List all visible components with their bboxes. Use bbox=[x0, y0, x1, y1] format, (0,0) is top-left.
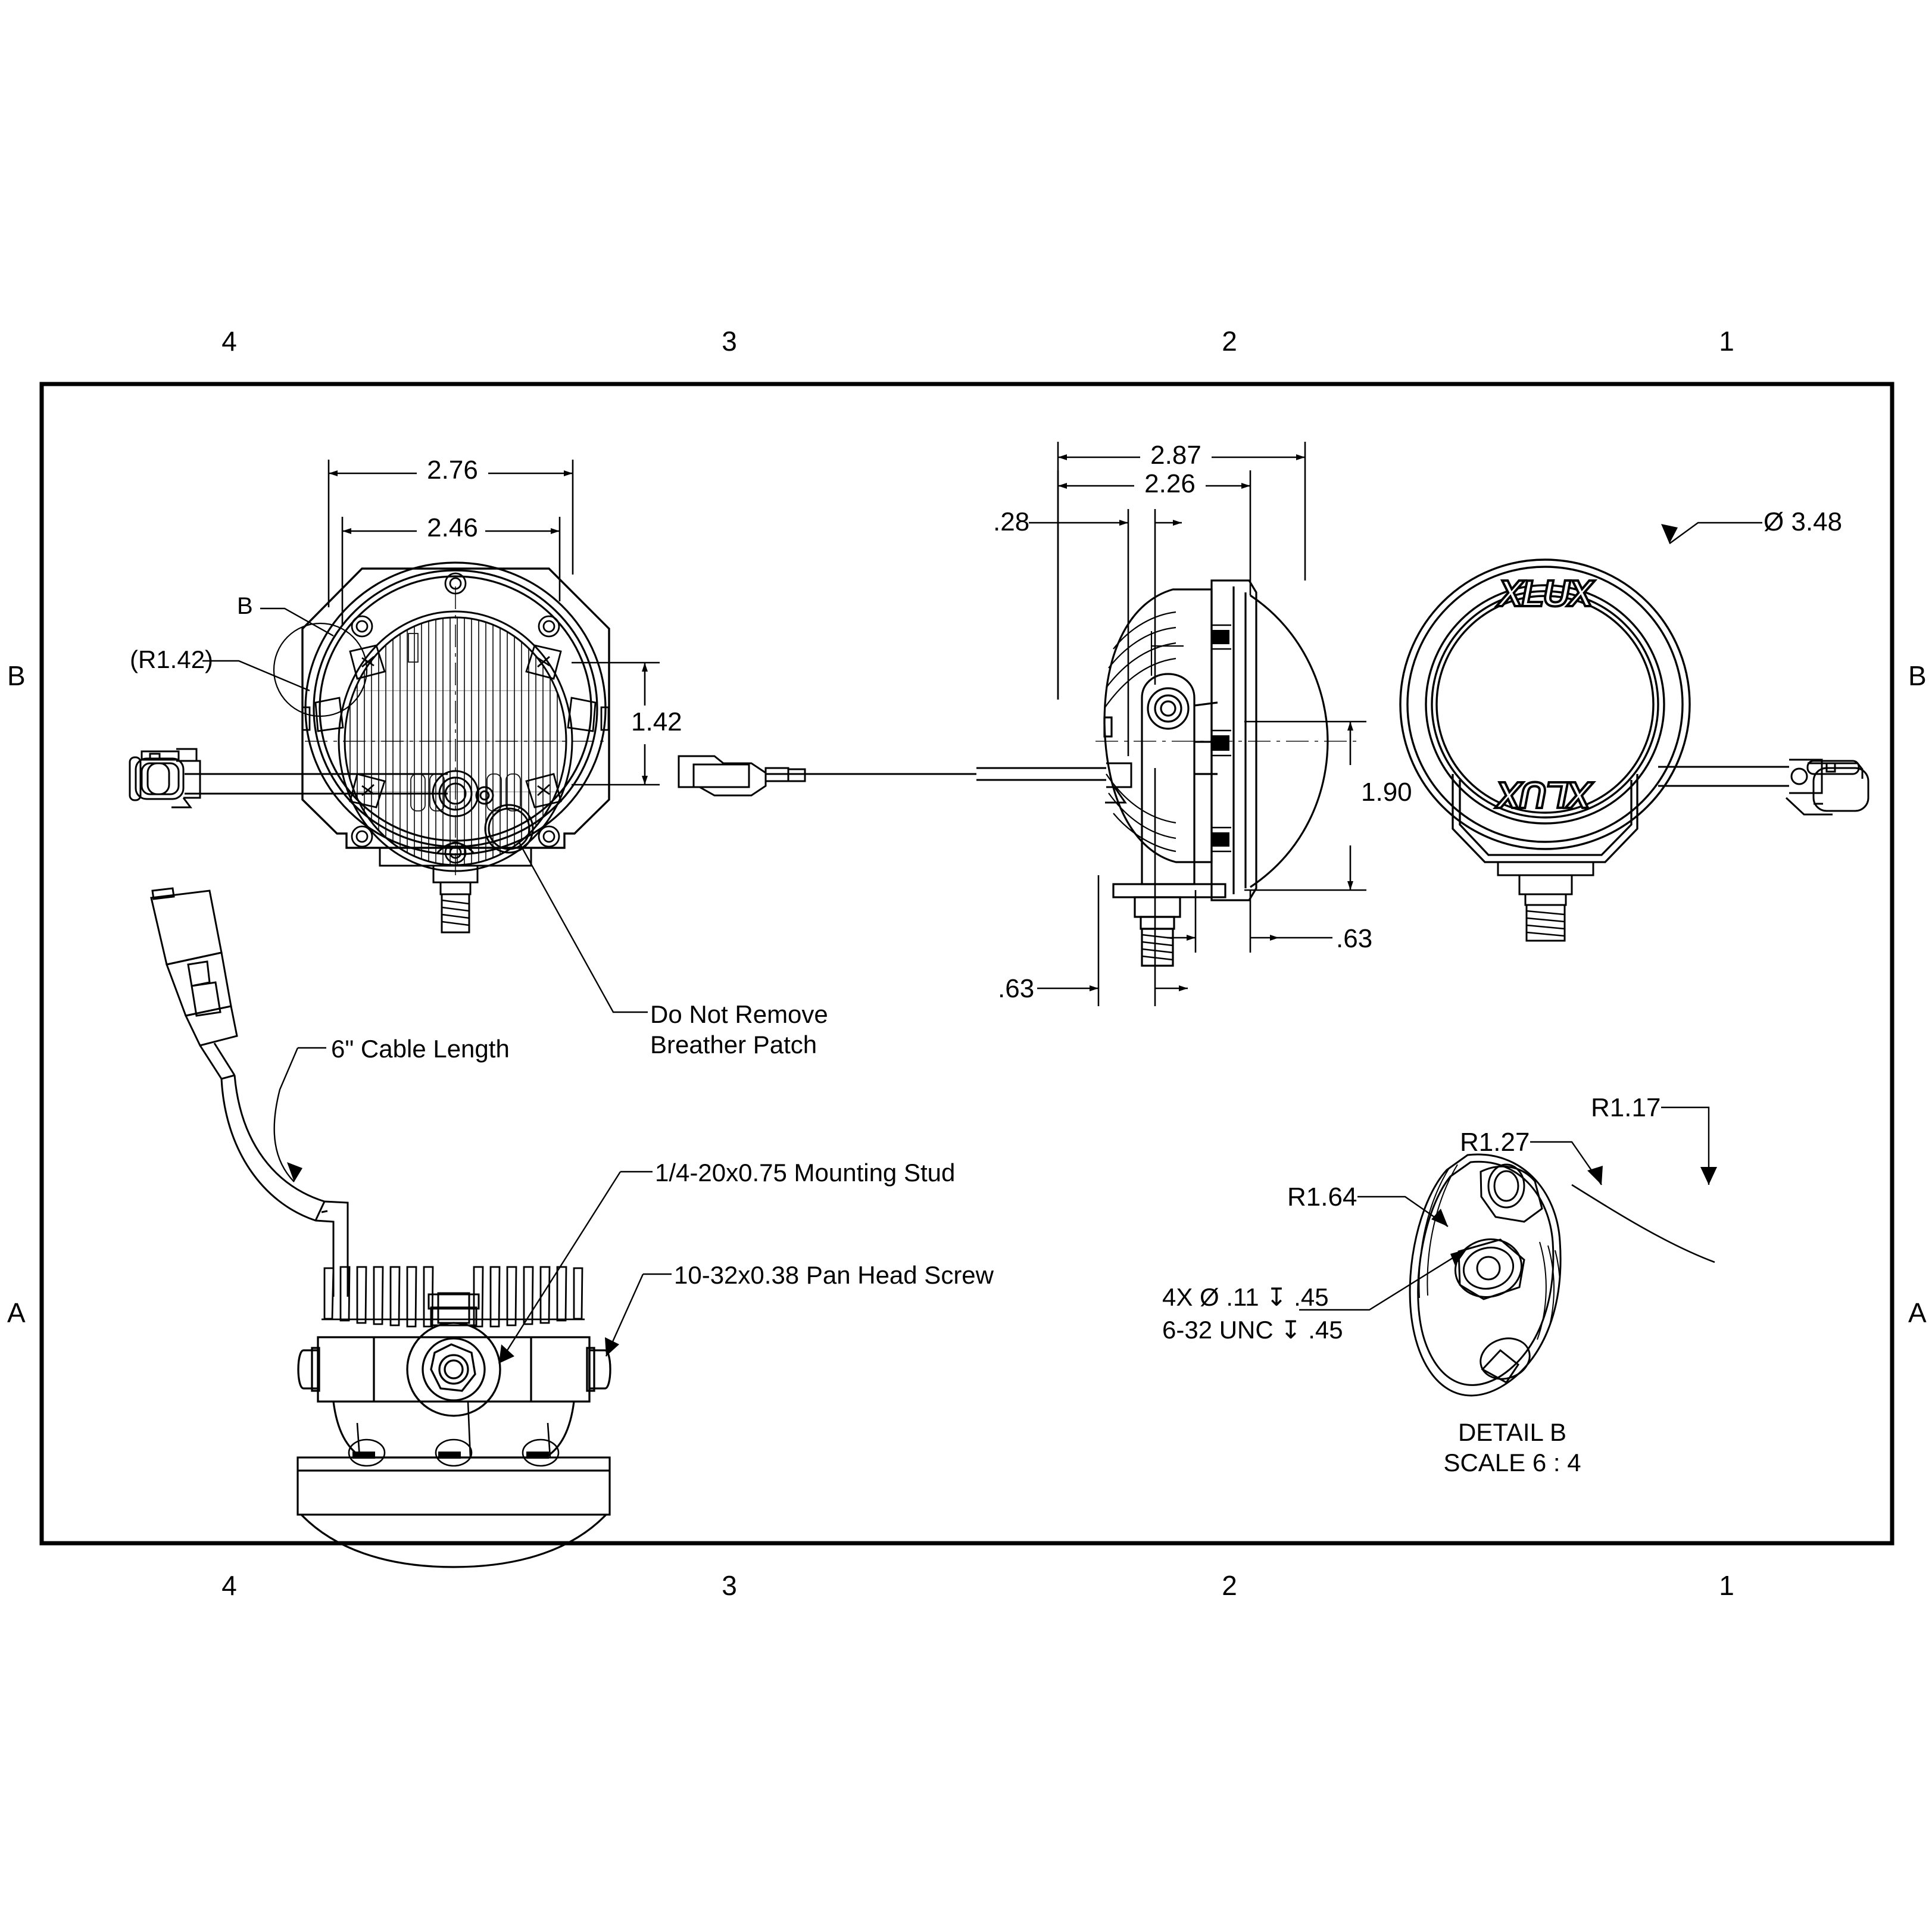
callout-hole-spec: 4X Ø .11 ↧ .45 6-32 UNC ↧ .45 bbox=[1162, 1281, 1343, 1346]
leader-dia bbox=[1661, 522, 1762, 544]
brand-logo-top: XLUX bbox=[1496, 573, 1595, 614]
zone-bottom-4: 4 bbox=[221, 1570, 237, 1601]
dim-text-r1p27: R1.27 bbox=[1460, 1128, 1530, 1157]
dim-text-r1p64: R1.64 bbox=[1287, 1182, 1357, 1212]
annotation-breather-patch: Do Not Remove Breather Patch bbox=[650, 999, 828, 1060]
dim-text-2p87: 2.87 bbox=[1150, 441, 1201, 470]
dim-p63-right bbox=[1167, 890, 1332, 953]
annotation-cable-length: 6" Cable Length bbox=[331, 1035, 510, 1063]
front-view bbox=[129, 460, 660, 1013]
dim-text-1p42: 1.42 bbox=[631, 707, 682, 736]
dim-2p76 bbox=[327, 460, 574, 607]
detail-b-view bbox=[1299, 1106, 1717, 1397]
zone-right-b: B bbox=[1908, 660, 1927, 691]
dim-text-p63-bottom: .63 bbox=[998, 974, 1035, 1003]
breather-line1: Do Not Remove bbox=[650, 1000, 828, 1028]
dim-text-2p76: 2.76 bbox=[427, 455, 478, 485]
rear-view: XLUX XLUX bbox=[1399, 522, 1869, 942]
zone-top-4: 4 bbox=[221, 326, 237, 357]
dim-text-2p26: 2.26 bbox=[1144, 469, 1196, 498]
zone-top-2: 2 bbox=[1222, 326, 1237, 357]
detail-b-title-line1: DETAIL B bbox=[1457, 1418, 1567, 1446]
callout-detail-b-label: B bbox=[237, 593, 253, 619]
zone-right-a: A bbox=[1908, 1297, 1927, 1328]
zone-bottom-1: 1 bbox=[1719, 1570, 1734, 1601]
zone-top-3: 3 bbox=[722, 326, 737, 357]
dim-text-2p46: 2.46 bbox=[427, 513, 478, 542]
sheet-border bbox=[39, 382, 1894, 1546]
leader-detail-b bbox=[260, 607, 334, 637]
hole-spec-line1: 4X Ø .11 ↧ .45 bbox=[1162, 1283, 1329, 1311]
annotation-pan-head-screw: 10-32x0.38 Pan Head Screw bbox=[674, 1261, 994, 1289]
zone-bottom-2: 2 bbox=[1222, 1570, 1237, 1601]
side-view bbox=[678, 442, 1366, 1006]
zone-left-b: B bbox=[7, 660, 26, 691]
dim-text-p63-right: .63 bbox=[1336, 924, 1373, 953]
bottom-view bbox=[150, 887, 672, 1568]
dim-text-1p90: 1.90 bbox=[1361, 778, 1412, 807]
zone-left-a: A bbox=[7, 1297, 26, 1328]
dim-text-p28: .28 bbox=[993, 507, 1030, 536]
brand-logo-bottom: XLUX bbox=[1495, 774, 1594, 815]
detail-b-title: DETAIL B SCALE 6 : 4 bbox=[1423, 1417, 1602, 1478]
dim-2p46 bbox=[341, 517, 561, 625]
dim-1p90 bbox=[1244, 720, 1366, 891]
dim-2p26 bbox=[1057, 470, 1251, 700]
detail-b-title-line2: SCALE 6 : 4 bbox=[1443, 1449, 1581, 1477]
zone-top-1: 1 bbox=[1719, 326, 1734, 357]
callout-r1p42: (R1.42) bbox=[130, 645, 214, 673]
annotation-mounting-stud: 1/4-20x0.75 Mounting Stud bbox=[655, 1159, 956, 1187]
hole-spec-line2: 6-32 UNC ↧ .45 bbox=[1162, 1315, 1343, 1344]
dim-1p42 bbox=[572, 661, 660, 786]
zone-bottom-3: 3 bbox=[722, 1570, 737, 1601]
dim-text-diameter: Ø 3.48 bbox=[1764, 507, 1843, 536]
dim-text-r1p17: R1.17 bbox=[1591, 1093, 1661, 1122]
breather-line2: Breather Patch bbox=[650, 1031, 817, 1059]
leader-r1p42 bbox=[202, 660, 310, 692]
